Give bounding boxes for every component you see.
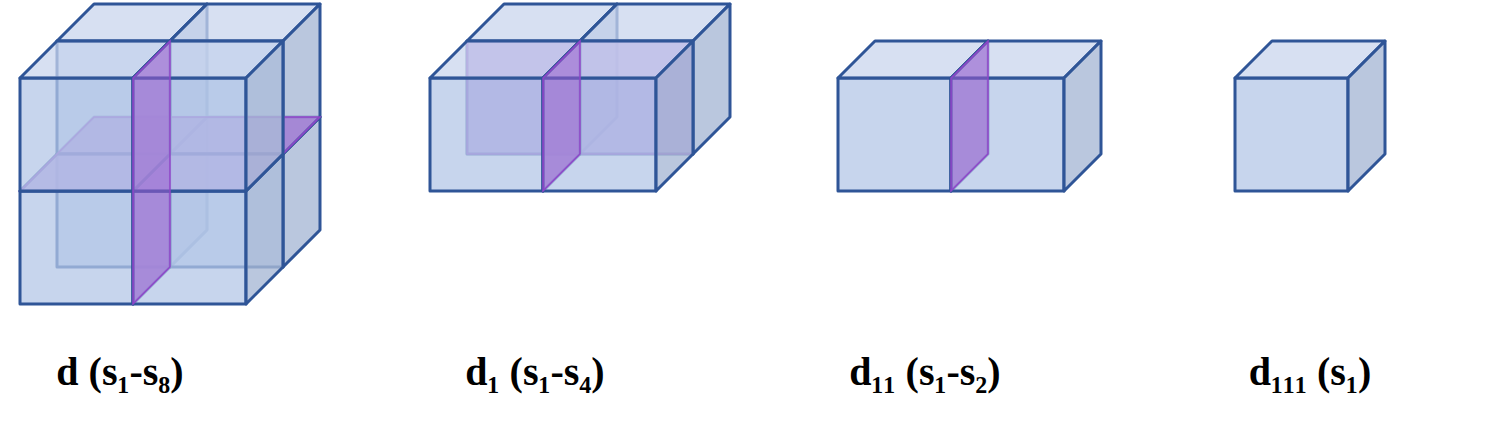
cube-label: d (s₁-s₈)	[56, 350, 183, 394]
cube-front	[838, 78, 951, 191]
cube-label: d₁ (s₁-s₄)	[465, 350, 604, 394]
cube-side	[693, 4, 730, 154]
cube-side	[246, 41, 283, 191]
split-plane	[543, 41, 580, 191]
cube-front	[1235, 78, 1348, 191]
cube-front	[20, 78, 133, 191]
cube-side	[1064, 41, 1101, 191]
cube-front	[430, 78, 543, 191]
cube-side	[656, 41, 693, 191]
cube-front	[20, 191, 133, 304]
split-plane	[951, 41, 988, 191]
cube-side	[1348, 41, 1385, 191]
cube-label: d₁₁ (s₁-s₂)	[849, 350, 1000, 394]
cube-label: d₁₁₁ (s₁)	[1249, 350, 1371, 394]
split-plane	[133, 41, 170, 304]
